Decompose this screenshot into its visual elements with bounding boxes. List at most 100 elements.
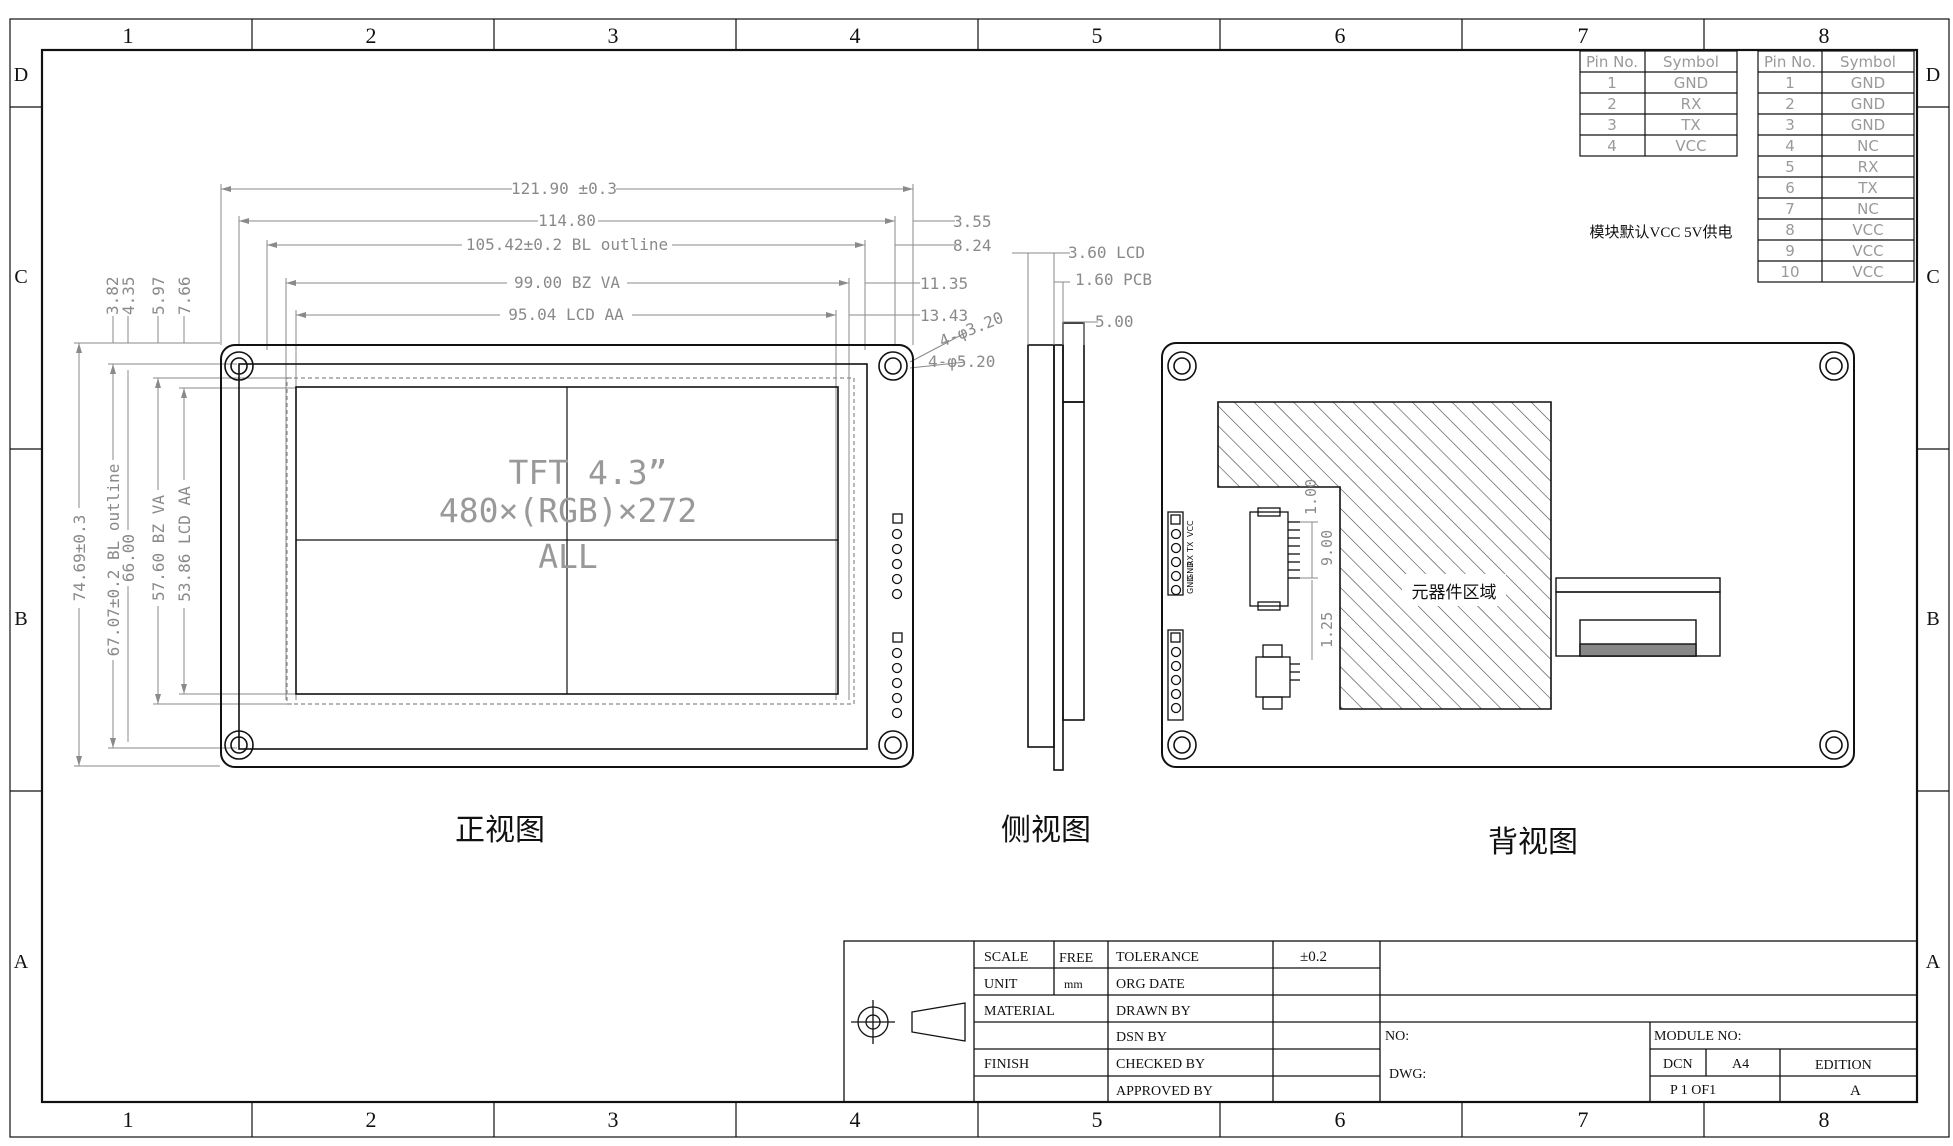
dim-top-offset-1: 3.82 [103, 276, 122, 315]
dim-overall-height: 74.69±0.3 [70, 515, 89, 602]
dim-pcb-height: 66.00 [119, 534, 138, 582]
row-label: B [1926, 608, 1939, 630]
column-labels-bottom: 1 2 3 4 5 6 7 8 [123, 1107, 1830, 1132]
col-label: 4 [850, 1107, 861, 1132]
dim-pin-pitch: 1.00 [1302, 479, 1320, 515]
pin-number: 1 [1607, 74, 1617, 92]
dim-lower-pitch: 1.25 [1318, 612, 1336, 648]
col-label: 2 [366, 1107, 377, 1132]
side-view: 3.60 LCD 1.60 PCB 5.00 侧视图 [1001, 243, 1152, 847]
mounting-hole [1819, 730, 1849, 760]
pin-number: 4 [1785, 137, 1795, 155]
pin-symbol: RX [1858, 158, 1879, 176]
pin-symbol: GND [1851, 95, 1885, 113]
dsn-by-label: DSN BY [1116, 1030, 1167, 1045]
back-fpc-ribbon-connector [1555, 577, 1721, 657]
front-view: TFT 4.3” 480×(RGB)×272 ALL 121.90 ±0.3 1… [70, 179, 1006, 847]
col-label: 4 [850, 23, 861, 48]
col-label: 2 [366, 23, 377, 48]
dim-pcb-width: 114.80 [538, 211, 596, 230]
pin-table-4pin: Pin No. Symbol 1 GND 2 RX 3 TX 4 VCC [1579, 50, 1738, 157]
pin-header: Pin No. [1764, 53, 1816, 71]
back-view: 元器件区域 VCC TX RX GND GND [1161, 342, 1855, 859]
paper-size-value: A4 [1732, 1057, 1749, 1072]
row-label: B [14, 608, 27, 630]
front-dimension-arrows [76, 186, 913, 766]
tolerance-value: ±0.2 [1300, 949, 1327, 965]
mounting-hole [878, 351, 908, 381]
dim-bz-va-width: 99.00 BZ VA [514, 273, 620, 292]
unit-label: UNIT [984, 977, 1018, 992]
pin-header: Symbol [1663, 53, 1719, 71]
back-mounting-holes [1167, 351, 1849, 760]
dim-right-offset-4: 13.43 [920, 306, 968, 325]
col-label: 7 [1578, 1107, 1589, 1132]
module-no-label: MODULE NO: [1654, 1029, 1742, 1044]
unit-value: mm [1064, 977, 1083, 991]
pin-number: 6 [1785, 179, 1795, 197]
pin-symbol: VCC [1852, 221, 1883, 239]
mounting-hole [1819, 351, 1849, 381]
pin-symbol: VCC [1852, 263, 1883, 281]
row-labels-right: D C B A [1926, 64, 1941, 973]
dwg-label: DWG: [1389, 1067, 1426, 1082]
mounting-hole [224, 730, 254, 760]
back-small-connector-lower [1255, 644, 1300, 710]
dim-bl-outline-width: 105.42±0.2 BL outline [466, 235, 668, 254]
front-module-outline [220, 344, 914, 768]
mounting-hole [878, 730, 908, 760]
pin-number: 2 [1607, 95, 1617, 113]
dim-pcb-thickness: 1.60 PCB [1075, 270, 1152, 289]
drawing-no-label: NO: [1385, 1029, 1409, 1044]
col-label: 5 [1092, 23, 1103, 48]
org-date-label: ORG DATE [1116, 977, 1185, 992]
pin-symbol: GND [1674, 74, 1708, 92]
dim-top-offset-2: 4.35 [119, 276, 138, 315]
dcn-label: DCN [1663, 1057, 1693, 1072]
pin-number: 9 [1785, 242, 1795, 260]
pin-symbol: VCC [1675, 137, 1706, 155]
pin-table-10pin: Pin No. Symbol 1 GND 2 GND 3 GND 4 NC 5 … [1757, 50, 1915, 283]
dim-right-offset-1: 3.55 [953, 212, 992, 231]
pin-symbol: GND [1851, 116, 1885, 134]
dim-connector-span: 9.00 [1318, 530, 1336, 566]
col-label: 7 [1578, 23, 1589, 48]
front-view-caption: 正视图 [455, 814, 545, 847]
back-connector-upper [1167, 511, 1184, 596]
row-label: D [14, 64, 28, 86]
pin-number: 5 [1785, 158, 1795, 176]
col-label: 3 [608, 23, 619, 48]
pin-header: Pin No. [1586, 53, 1638, 71]
back-view-caption: 背视图 [1488, 826, 1578, 859]
pin-label: TX [1186, 541, 1195, 553]
back-pcb-outline [1161, 342, 1855, 768]
dim-lcd-aa-width: 95.04 LCD AA [508, 305, 624, 324]
pin-symbol: VCC [1852, 242, 1883, 260]
dim-top-offset-4: 7.66 [175, 276, 194, 315]
edition-value: A [1850, 1083, 1861, 1099]
dim-overall-width: 121.90 ±0.3 [511, 179, 617, 198]
drawn-by-label: DRAWN BY [1116, 1004, 1191, 1019]
screen-type-text: TFT 4.3” [509, 453, 668, 492]
pin-symbol: TX [1680, 116, 1700, 134]
back-connector-lower [1167, 629, 1184, 721]
screen-view-text: ALL [538, 537, 598, 576]
pin-number: 1 [1785, 74, 1795, 92]
projection-symbol-icon [851, 1000, 966, 1044]
checked-by-label: CHECKED BY [1116, 1057, 1205, 1072]
back-fpc-connector-upper [1249, 507, 1300, 611]
scale-value: FREE [1059, 951, 1093, 966]
col-label: 1 [123, 1107, 134, 1132]
dim-right-offset-3: 11.35 [920, 274, 968, 293]
power-note: 模块默认VCC 5V供电 [1590, 224, 1733, 241]
component-area-label: 元器件区域 [1412, 583, 1497, 602]
row-label: A [14, 951, 29, 973]
edition-label: EDITION [1815, 1058, 1872, 1073]
pin-number: 8 [1785, 221, 1795, 239]
front-mounting-holes [224, 351, 908, 760]
mounting-hole [224, 351, 254, 381]
col-label: 1 [123, 23, 134, 48]
scale-label: SCALE [984, 950, 1028, 965]
pin-label: GND [1186, 562, 1195, 580]
